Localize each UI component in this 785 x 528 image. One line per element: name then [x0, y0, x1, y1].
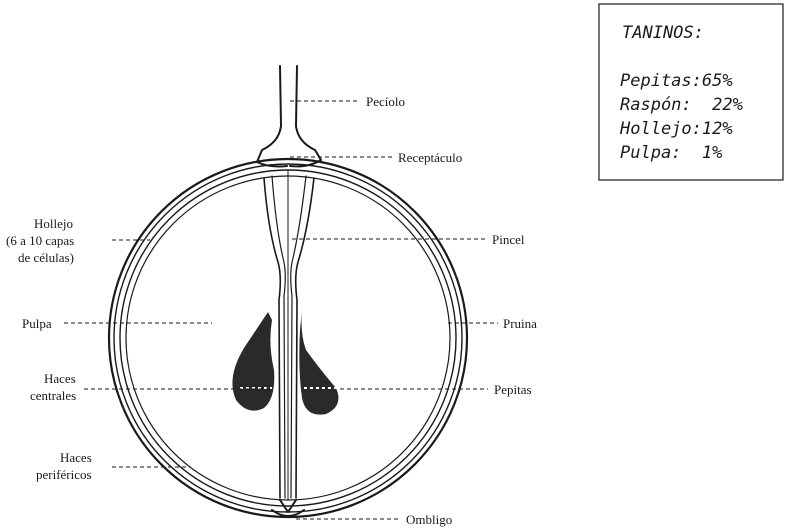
label-hollejo-line1: Hollejo	[34, 216, 73, 231]
taninos-item-raspon: Raspón: 22%	[620, 95, 743, 115]
grape-illustration	[109, 66, 467, 517]
central-channel-right	[296, 178, 314, 498]
taninos-item-pepitas: Pepitas:65%	[620, 71, 733, 91]
label-hollejo-line3: de células)	[18, 250, 74, 265]
label-pruina: Pruina	[503, 316, 537, 331]
label-peciolo: Pecíolo	[366, 94, 405, 109]
peciolo-stem	[257, 66, 287, 167]
seed-right	[299, 310, 338, 415]
seed-left	[232, 312, 274, 411]
label-ombligo: Ombligo	[406, 512, 452, 527]
taninos-item-pulpa: Pulpa: 1%	[620, 143, 722, 163]
peciolo-stem-right	[290, 66, 321, 166]
ombligo-knot	[272, 500, 304, 516]
label-haces-centrales-line1: Haces	[44, 371, 76, 386]
taninos-item-hollejo: Hollejo:12%	[619, 119, 733, 139]
label-pepitas: Pepitas	[494, 382, 532, 397]
label-haces-perifericos-line2: periféricos	[36, 467, 92, 482]
label-haces-perifericos-line1: Haces	[60, 450, 92, 465]
taninos-title: TANINOS:	[622, 23, 704, 43]
label-haces-centrales-line2: centrales	[30, 388, 76, 403]
label-hollejo-line2: (6 a 10 capas	[6, 233, 74, 248]
central-channel-right-inner	[291, 176, 306, 498]
label-receptaculo: Receptáculo	[398, 150, 462, 165]
label-pincel: Pincel	[492, 232, 525, 247]
taninos-box: TANINOS: Pepitas:65% Raspón: 22% Hollejo…	[599, 4, 783, 180]
label-pulpa: Pulpa	[22, 316, 52, 331]
